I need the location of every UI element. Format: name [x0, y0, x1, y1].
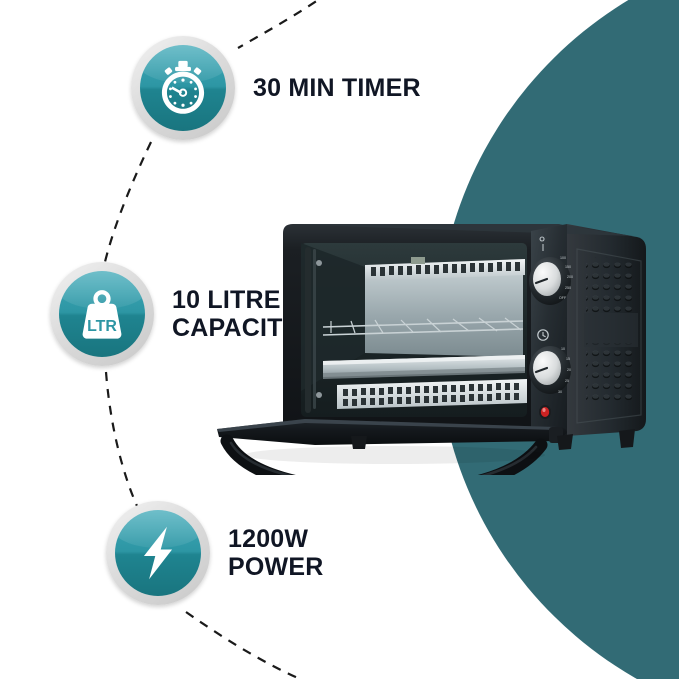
power-indicator-light [539, 405, 551, 419]
foot-front-left [351, 436, 367, 449]
svg-text:OFF: OFF [559, 296, 567, 300]
cavity-frame-left [305, 247, 311, 413]
svg-text:100: 100 [560, 256, 566, 260]
clock-icon [537, 329, 549, 341]
upper-heating-element [365, 257, 525, 281]
door-handle-highlight [229, 441, 538, 475]
door-hinge-bottom [316, 392, 322, 398]
svg-text:15: 15 [566, 357, 570, 361]
badge-inner-circle [115, 510, 201, 596]
baking-tray [323, 355, 525, 379]
thermometer-icon [539, 236, 545, 251]
weight-icon-text: LTR [87, 318, 117, 335]
weight-ltr-icon: LTR [82, 290, 122, 339]
lower-heating-element [337, 379, 527, 409]
feature-power: 1200W POWER [106, 501, 323, 605]
feature-power-label: 1200W POWER [228, 525, 324, 581]
feature-power-badge [106, 501, 210, 605]
control-panel: 100 150 200 250 OFF 10 15 [529, 224, 573, 436]
oven-door-open[interactable] [217, 419, 567, 475]
foot-front-right [557, 434, 573, 450]
side-panel-outline [576, 248, 642, 424]
door-hinge-top [316, 260, 322, 266]
vent-grid-divider [584, 313, 638, 347]
foot-rear-right [619, 429, 635, 448]
product-image-oven: 100 150 200 250 OFF 10 15 [205, 205, 675, 475]
cavity-back-wall [365, 263, 523, 357]
feature-capacity-badge: LTR [50, 262, 154, 366]
cavity-frame-inner-left [313, 249, 316, 409]
connector-bottom [185, 611, 301, 679]
svg-text:150: 150 [565, 265, 571, 269]
feature-timer-badge [131, 36, 235, 140]
vent-grid-lower [586, 343, 636, 405]
product-shadow [245, 446, 545, 464]
svg-text:250: 250 [565, 286, 571, 290]
svg-text:25: 25 [565, 379, 569, 383]
element-bracket [411, 257, 425, 264]
lightning-bolt-icon [143, 526, 173, 580]
stopwatch-icon [161, 60, 205, 114]
feature-capacity-label: 10 LITRE CAPACITY [172, 286, 300, 342]
svg-text:10: 10 [561, 347, 565, 351]
door-top-highlight [217, 419, 557, 432]
svg-text:30: 30 [558, 390, 562, 394]
feature-timer-label: 30 MIN TIMER [253, 74, 421, 102]
badge-inner-circle [140, 45, 226, 131]
svg-text:200: 200 [567, 275, 573, 279]
temperature-knob[interactable]: 100 150 200 250 OFF [529, 256, 573, 305]
wire-rack [322, 317, 524, 336]
oven-cavity [301, 243, 527, 417]
connector-timer-to-capacity [102, 141, 152, 267]
cavity-left-wall [301, 243, 365, 391]
feature-timer: 30 MIN TIMER [131, 36, 421, 140]
timer-knob[interactable]: 10 15 20 25 30 [529, 346, 571, 394]
connector-capacity-to-power [104, 371, 139, 507]
vent-grid-upper [586, 257, 636, 317]
oven-feet [351, 429, 635, 450]
door-handle[interactable] [220, 434, 548, 475]
badge-inner-circle: LTR [59, 271, 145, 357]
svg-text:20: 20 [567, 368, 571, 372]
